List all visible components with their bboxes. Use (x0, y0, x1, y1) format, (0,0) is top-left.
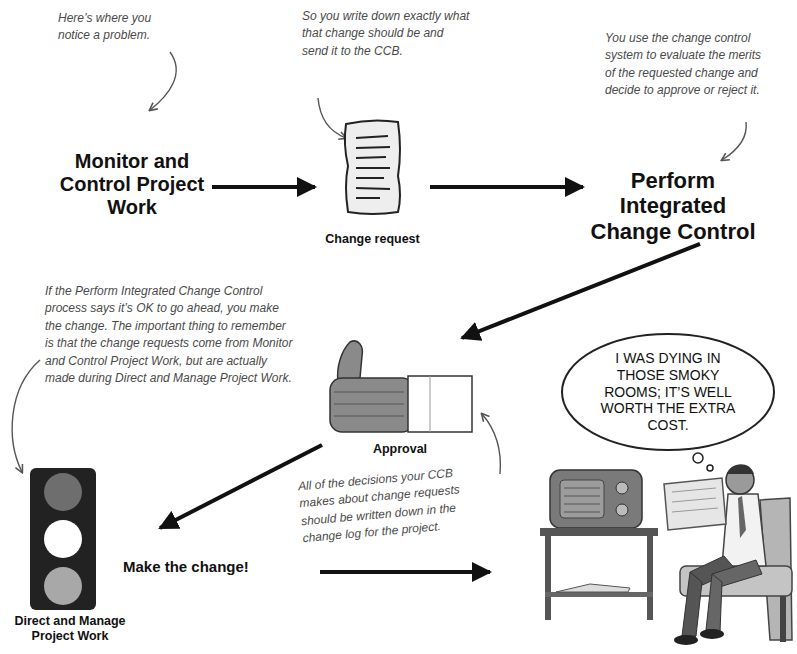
traffic-light-icon (30, 468, 96, 610)
leader-line (318, 98, 346, 138)
document-node: Change request (315, 118, 430, 247)
flow-arrow (320, 570, 490, 574)
traffic-light-node: Make the change! Direct and Manage Projec… (5, 528, 320, 644)
leader-line (12, 360, 40, 472)
approval-node: Approval (322, 338, 478, 457)
process-name: Monitor and Control Project Work (52, 150, 212, 219)
process-name: Perform Integrated Change Control (583, 168, 763, 244)
handwritten-note: So you write down exactly what that chan… (302, 8, 470, 60)
leader-line (150, 52, 176, 110)
document-icon (345, 120, 400, 214)
handwritten-note: You use the change control system to eva… (605, 30, 767, 100)
process-label: Monitor and Control Project Work (52, 150, 212, 219)
handwritten-note: All of the decisions your CCB makes abou… (297, 462, 492, 548)
flow-arrow (462, 244, 700, 338)
man-reading-picture (664, 464, 792, 645)
process-label: Perform Integrated Change Control (583, 168, 763, 244)
handwritten-note: If the Perform Integrated Change Control… (45, 283, 295, 387)
radio-table-picture (540, 470, 658, 620)
icon-caption: Change request (315, 232, 430, 247)
leader-line (482, 414, 500, 474)
thought-bubble-node: I WAS DYING IN THOSE SMOKY ROOMS; IT’S W… (490, 335, 795, 650)
thumbs-up-icon (330, 341, 472, 432)
process-name: Direct and Manage Project Work (5, 614, 135, 644)
flow-arrow (212, 185, 315, 189)
leader-line (722, 122, 746, 160)
icon-caption: Approval (322, 442, 478, 457)
handwritten-note: Here’s where you notice a problem. (58, 10, 170, 45)
thought-text: I WAS DYING IN THOSE SMOKY ROOMS; IT’S W… (593, 350, 743, 434)
action-text: Make the change! (123, 558, 320, 576)
flow-arrow (430, 185, 583, 189)
thought-bubble (562, 334, 774, 471)
